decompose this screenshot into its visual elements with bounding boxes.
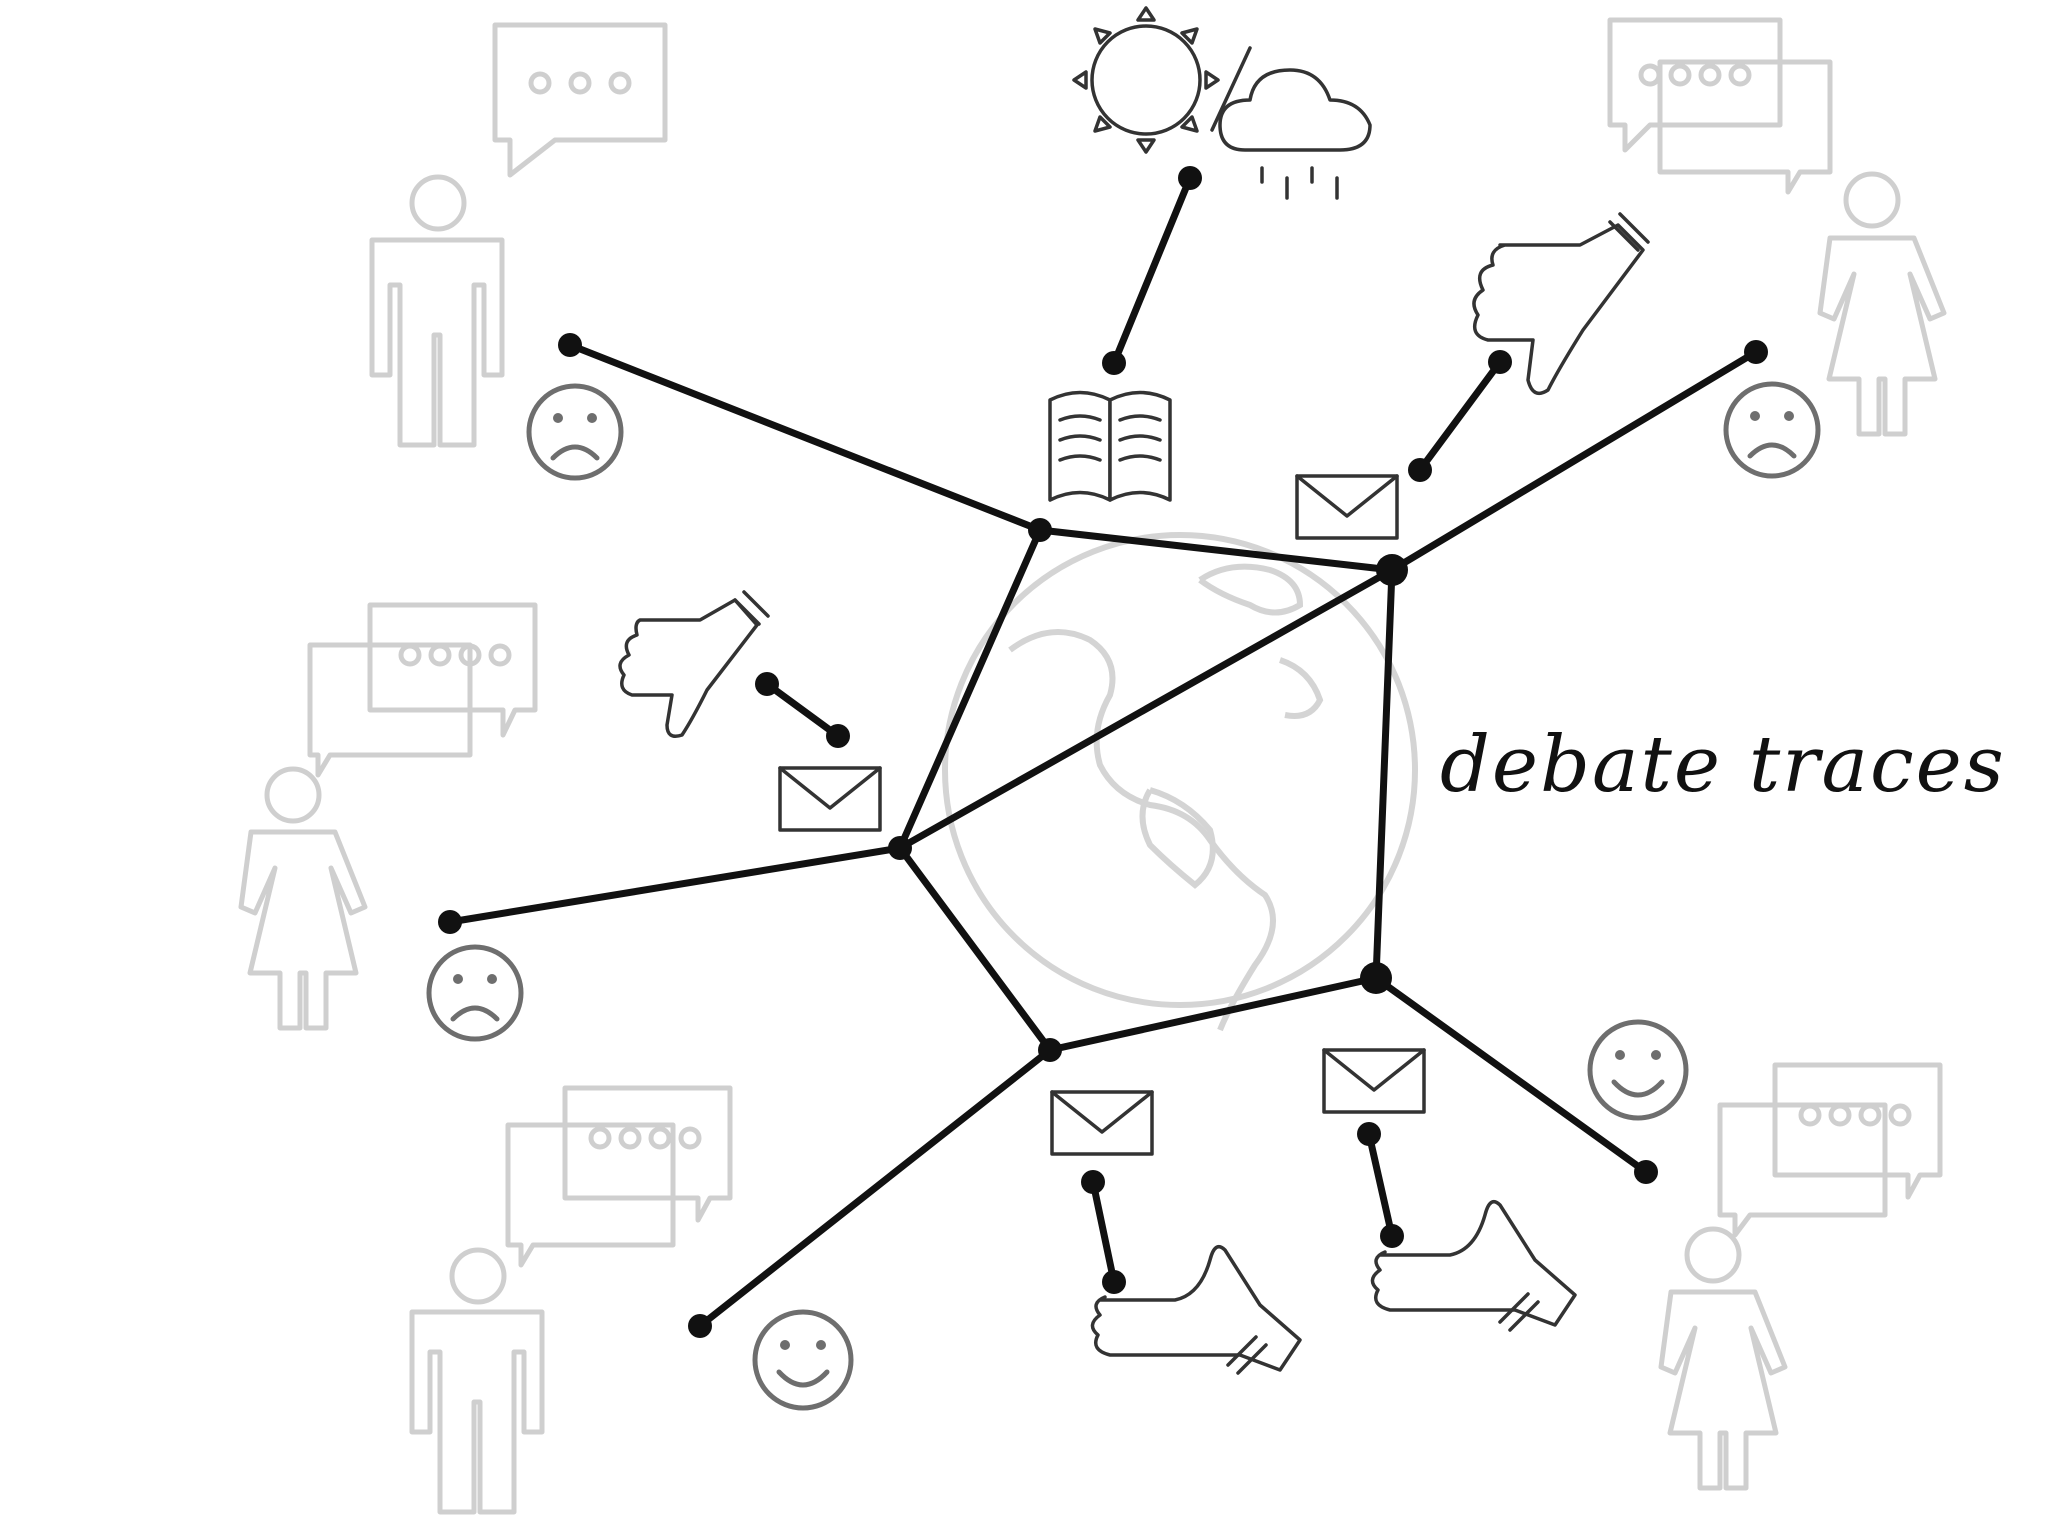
woman-figure-icon xyxy=(238,766,368,1031)
thumbs-up-icon xyxy=(1370,1199,1577,1332)
hub-node xyxy=(1038,1038,1062,1062)
happy-face-icon xyxy=(1587,1019,1689,1121)
man-figure-icon xyxy=(369,174,505,448)
thumbs-down-icon xyxy=(1472,212,1650,396)
edge xyxy=(1046,974,1380,1054)
end-node xyxy=(1488,350,1512,374)
envelope-icon xyxy=(1050,1090,1154,1156)
edge xyxy=(1388,348,1760,574)
edge xyxy=(896,844,1054,1054)
edge xyxy=(446,844,904,926)
sad-face-icon xyxy=(526,383,624,481)
envelope-icon xyxy=(1322,1048,1426,1114)
speech-bubble-icon xyxy=(1607,17,1833,195)
end-node xyxy=(1357,1122,1381,1146)
hub-node xyxy=(888,836,912,860)
globe-icon xyxy=(942,532,1418,1032)
man-figure-icon xyxy=(409,1247,545,1515)
edge xyxy=(1089,1178,1118,1286)
book-icon xyxy=(1048,390,1172,502)
end-node xyxy=(1408,458,1432,482)
sad-face-icon xyxy=(1723,381,1821,479)
network-edges xyxy=(446,174,1760,1330)
edge xyxy=(896,566,1396,852)
edge xyxy=(1110,174,1194,367)
speech-bubble-icon xyxy=(307,602,538,778)
slash-separator xyxy=(1210,46,1252,132)
end-node xyxy=(1380,1224,1404,1248)
thumbs-down-icon xyxy=(618,590,770,738)
edge xyxy=(1036,526,1396,574)
diagram-caption: debate traces xyxy=(1440,720,2006,810)
hub-node xyxy=(1376,554,1408,586)
woman-figure-icon xyxy=(1817,171,1947,437)
end-node xyxy=(826,724,850,748)
woman-figure-icon xyxy=(1658,1226,1788,1491)
envelope-icon xyxy=(1295,474,1399,540)
end-node xyxy=(1744,340,1768,364)
end-node xyxy=(1102,351,1126,375)
end-node xyxy=(438,910,462,934)
sun-icon xyxy=(1072,6,1220,154)
thumbs-up-icon xyxy=(1090,1244,1302,1375)
hub-node xyxy=(1360,962,1392,994)
envelope-icon xyxy=(778,766,882,832)
end-node xyxy=(1102,1270,1126,1294)
end-node xyxy=(755,672,779,696)
sad-face-icon xyxy=(426,944,524,1042)
end-node xyxy=(1634,1160,1658,1184)
speech-bubble-icon xyxy=(505,1085,733,1268)
edge xyxy=(1416,358,1504,474)
edge xyxy=(763,680,842,740)
edge xyxy=(566,341,1044,534)
end-node xyxy=(1178,166,1202,190)
end-node xyxy=(558,333,582,357)
edge xyxy=(1365,1130,1396,1240)
speech-bubble-icon xyxy=(1717,1062,1943,1238)
edge xyxy=(1372,566,1396,982)
end-node xyxy=(1081,1170,1105,1194)
edge xyxy=(1372,974,1650,1176)
edge xyxy=(896,526,1044,852)
hub-node xyxy=(1028,518,1052,542)
speech-bubble-icon xyxy=(492,22,668,178)
rain-cloud-icon xyxy=(1218,68,1372,200)
edge xyxy=(696,1046,1054,1330)
end-node xyxy=(688,1314,712,1338)
network-nodes xyxy=(438,166,1768,1338)
happy-face-icon xyxy=(752,1309,854,1411)
